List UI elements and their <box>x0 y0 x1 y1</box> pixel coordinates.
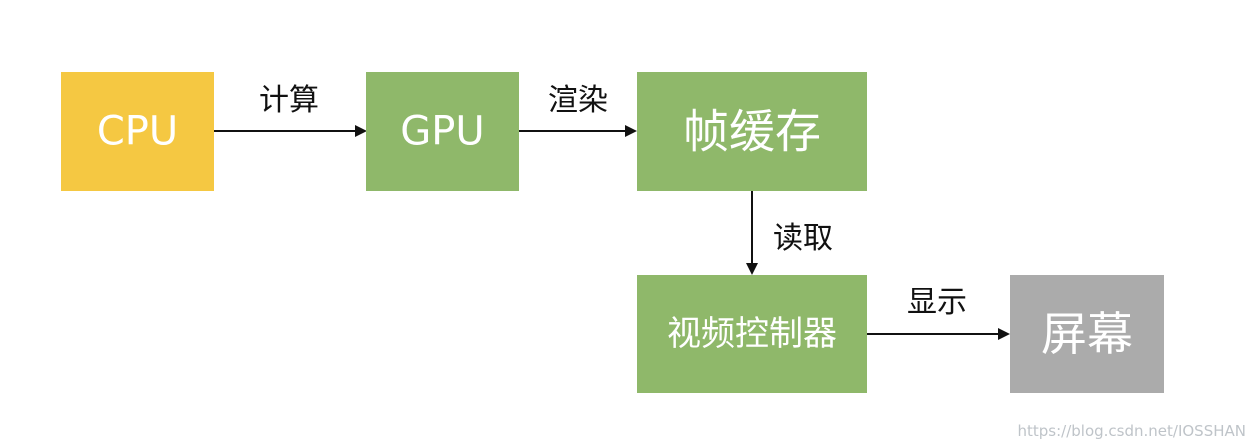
node-screen-box <box>1010 275 1164 393</box>
node-cpu: CPU <box>61 72 214 191</box>
node-screen-label: 屏幕 <box>1041 307 1133 361</box>
node-gpu-label: GPU <box>400 109 484 155</box>
edge-label-display: 显示 <box>907 285 967 320</box>
edge-label-compute: 计算 <box>259 83 319 118</box>
watermark-url: https://blog.csdn.net/IOSSHAN <box>1017 422 1247 440</box>
node-cpu-label: CPU <box>97 109 178 155</box>
node-cpu-box <box>61 72 214 191</box>
node-frame-buffer: 帧缓存 <box>637 72 867 191</box>
node-frame-buffer-box <box>637 72 867 191</box>
node-frame-buffer-label: 帧缓存 <box>683 105 821 159</box>
node-gpu-box <box>366 72 519 191</box>
node-video-controller: 视频控制器 <box>637 275 867 393</box>
node-screen: 屏幕 <box>1010 275 1164 393</box>
edge-label-read: 读取 <box>773 221 833 256</box>
node-video-controller-box <box>637 275 867 393</box>
node-gpu: GPU <box>366 72 519 191</box>
node-video-controller-label: 视频控制器 <box>667 314 837 354</box>
edge-label-render: 渲染 <box>548 83 608 118</box>
